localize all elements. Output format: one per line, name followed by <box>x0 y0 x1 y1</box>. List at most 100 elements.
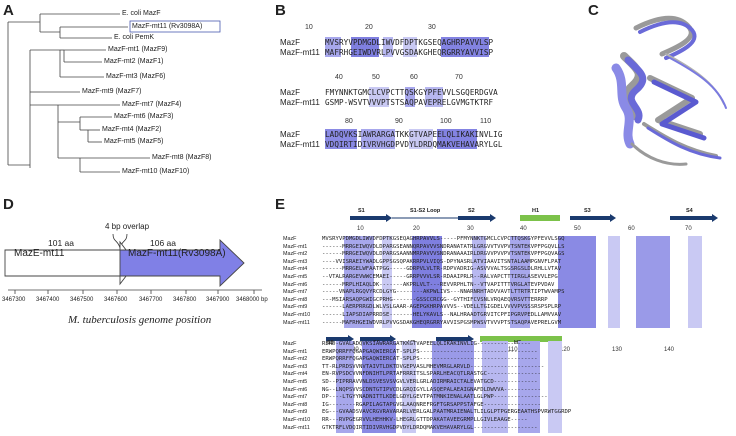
ruler-tick: 120 <box>560 347 571 353</box>
tree-leaf: MazF-mt1 (MazF9) <box>108 46 168 53</box>
alignment-block-3: LADQVKSIAWRARGATKKGTVAPEELQLIKAKINVLIG V… <box>325 129 502 149</box>
ruler-tick: 140 <box>664 347 675 353</box>
seq-name: MazF-mt9 <box>283 409 308 416</box>
alignment-row: SD--PIPRRAVVNLDSVESVSVGVLVERLGRLADIRMRAI… <box>322 379 538 385</box>
alignment-row: EG---GVAADSVAVCRGVRAVARARLVERLGALPAATMRA… <box>322 409 572 416</box>
tree-leaf: MazF-mt2 (MazF1) <box>104 58 164 65</box>
ss-label: S5 <box>327 340 334 346</box>
ruler-tick: 110 <box>508 347 518 353</box>
axis-tick-label: 3467400 <box>36 297 60 303</box>
seq-name: MazF <box>283 341 297 347</box>
axis-tick-label: 3467600 <box>104 297 128 303</box>
tree-leaf: MazF-mt8 (MazF8) <box>152 154 212 161</box>
ruler-tick: 30 <box>467 226 474 232</box>
seq-name: MazF <box>280 130 300 139</box>
alignment-row: ----VVISRAEIYWADLGPPSGSQPAKRRPVLVIQS-DPY… <box>322 258 562 265</box>
mazf-length-label: 106 aa <box>150 238 176 248</box>
alignment-row: --VTALRARGEVWWCEMAEI-----GRRPVVVLSR-RDAA… <box>322 274 558 280</box>
alignment-row: ------MAFRHGEIWDVRLPVVGSDAKGHEQRGRRYAVVI… <box>322 319 562 326</box>
alignment-names-bottom: MazF MazF-mt1 MazF-mt2 MazF-mt3 MazF-mt4… <box>283 341 319 432</box>
axis-tick-label: 3467700 <box>139 297 163 303</box>
alignment-row: ERWPQRRFFQGAPGAQWIERCAT-SPLPS-----------… <box>322 348 538 355</box>
alignment-block-1: MVSRYVPDMGDLIWVDFDPTKGSEQAGHRPAVVLSP MAF… <box>325 37 493 57</box>
tree-leaf-highlighted: MazF-mt11 (Rv3098A) <box>132 23 203 30</box>
tree-leaf: MazF-mt9 (MazF7) <box>82 88 142 95</box>
gene-map-diagram <box>4 233 262 294</box>
seq-name: MazF <box>283 236 297 242</box>
tree-leaf: E. coli PemK <box>114 34 155 41</box>
ruler-tick: 90 <box>395 118 403 125</box>
ruler-tick: 10 <box>305 24 313 31</box>
seq-name: MazF-mt3 <box>283 363 308 370</box>
ruler-tick: 70 <box>455 74 463 81</box>
seq-name: MazF <box>280 38 300 47</box>
overlap-label: 4 bp overlap <box>105 222 150 231</box>
ruler-tick: 20 <box>413 226 420 232</box>
seq-name: MazF-mt9 <box>283 304 308 311</box>
sequence-mazf: LADQVKSIAWRARGATKKGTVAPEELQLIKAKINVLIG <box>325 130 503 139</box>
alignment-row: DP----LTGYYNADNITTLKDELGDYLGEVTPATMNKIEN… <box>322 394 548 401</box>
ruler-tick: 80 <box>345 118 353 125</box>
ss-label: S1 <box>358 208 365 214</box>
seq-name: MazF-mt10 <box>283 416 311 423</box>
seq-name: MazF-mt5 <box>283 273 308 280</box>
seq-name: MazF-mt11 <box>280 98 320 107</box>
protein-structure-overlay <box>611 15 727 166</box>
alignment-row: ---MSIARSAQPGWIGCPRHG-------GSSCCRCGG--G… <box>322 296 548 303</box>
ruler-tick: 100 <box>440 118 452 125</box>
tree-leaf: MazF-mt10 (MazF10) <box>122 168 190 175</box>
seq-name: MazF-mt8 <box>283 296 308 303</box>
alignment-row: ERWPQRRFFQGAPGAQWIERCAT-SPLPS-----------… <box>322 356 538 363</box>
sequence-mazf-mt11: MAFRHGEIWDVRLPVVGSDAKGHEQRGRRYAVVISP <box>325 48 494 57</box>
maze-length-label: 101 aa <box>48 238 74 248</box>
ruler-tick: 40 <box>335 74 343 81</box>
ss-label: S3 <box>584 208 591 214</box>
seq-name: MazF-mt2 <box>283 251 308 258</box>
seq-name: MazF-mt3 <box>283 258 308 265</box>
tree-leaf: MazF-mt3 (MazF6) <box>106 73 166 80</box>
ruler-tick: 50 <box>574 226 581 232</box>
panel-letter-d: D <box>3 196 14 213</box>
tree-leaf: E. coli MazF <box>122 10 161 17</box>
phylogenetic-tree <box>7 13 221 173</box>
ss-label: S4 <box>686 208 693 214</box>
ruler-tick: 10 <box>357 226 364 232</box>
ruler-tick: 60 <box>410 74 418 81</box>
alignment-row: MVSRYVPDMGDLIWVDFDPTKGSEQAGHRPAVVLS-----… <box>322 236 565 242</box>
seq-name: MazF-mt8 <box>283 401 308 408</box>
alignment-names-top: MazF MazF-mt1 MazF-mt2 MazF-mt3 MazF-mt4… <box>283 236 319 327</box>
tree-leaf: MazF-mt6 (MazF3) <box>114 113 174 120</box>
alignment-row: TT-RLPRDSVVNVTAIVTLDKTDVGEPVASLMHEVMRGLA… <box>322 363 545 370</box>
seq-name: MazF-mt10 <box>283 311 311 318</box>
mazf-gene-arrow <box>119 238 245 288</box>
axis-tick-label: 3467300 <box>2 297 26 303</box>
seq-name: MazF-mt11 <box>283 424 310 431</box>
axis-tick-label: 3467900 <box>206 297 230 303</box>
alignment-block-top: MVSRYVPDMGDLIWVDFDPTKGSEQAGHRPAVVLS-----… <box>322 236 732 328</box>
axis-tick-label: 3468000 bp <box>236 297 268 303</box>
seq-name: MazF-mt6 <box>283 281 308 288</box>
seq-name: MazF-mt11 <box>280 140 320 149</box>
alignment-row: NG--LNQPSVVSCDNTGTIPVCDLGRQIGYLLASQEPALA… <box>322 386 541 393</box>
sequence-mazf: MVSRYVPDMGDLIWVDFDPTKGSEQAGHRPAVVLSP <box>325 38 494 47</box>
mazf-gene-label: MazF-mt11(Rv3098A) <box>128 248 226 259</box>
ruler-tick: 80 <box>352 347 359 353</box>
seq-name: MazF-mt1 <box>283 243 308 250</box>
seq-name: MazF-mt2 <box>283 356 308 363</box>
seq-name: MazF <box>280 88 300 97</box>
alignment-block-2: FMYNNKTGMCLCVPCTTQSKGYPFEVVLSGQERDGVA GS… <box>325 87 498 107</box>
ruler-tick: 30 <box>428 24 436 31</box>
alignment-row: EN-RVPSDCVVNFDNIHTLPRTAFRRRITSLSPARLHEAC… <box>322 371 541 378</box>
panel-letter-e: E <box>275 196 286 213</box>
tree-leaf: MazF-mt5 (MazF5) <box>104 138 164 145</box>
tree-leaf: MazF-mt4 (MazF2) <box>102 126 162 133</box>
alignment-row: -----VNAPLRGQVYRCDLGYG--------AKPWLIVS--… <box>322 289 565 296</box>
seq-name: MazF-mt4 <box>283 266 308 273</box>
ss-label: H3 <box>514 340 522 346</box>
ruler-tick: 50 <box>372 74 380 81</box>
ruler-tick: 130 <box>612 347 623 353</box>
alignment-row: ------LIAPSDIAPRRDSE-------HELYKAVLS--NA… <box>322 312 562 318</box>
seq-name: MazF-mt1 <box>283 348 308 355</box>
maze-gene-label: MazE-mt11 <box>14 248 65 259</box>
seq-name: MazF-mt5 <box>283 378 308 385</box>
